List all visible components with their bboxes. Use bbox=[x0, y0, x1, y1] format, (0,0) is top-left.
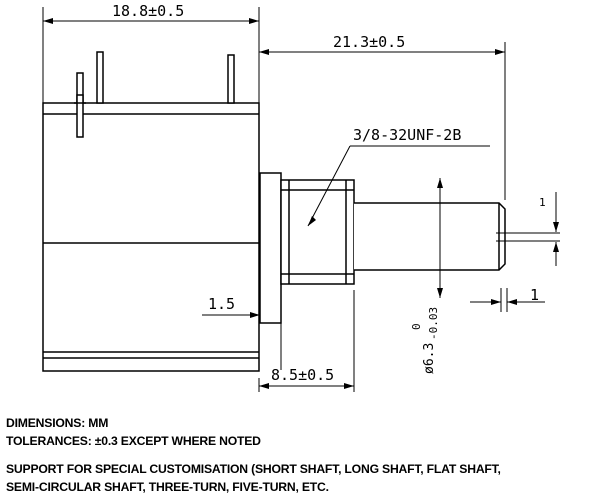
units-note: DIMENSIONS: MM bbox=[6, 416, 109, 430]
mounting-flange bbox=[259, 172, 282, 324]
bushing-length-label: 8.5±0.5 bbox=[271, 366, 334, 384]
tol-lower-label: -0.03 bbox=[427, 307, 440, 340]
tip-label: 1 bbox=[530, 286, 539, 304]
shaft bbox=[354, 202, 506, 271]
pot-body bbox=[42, 102, 260, 372]
shaft-diameter-label: ø6.3 bbox=[422, 343, 437, 374]
support-note-line2: SEMI-CIRCULAR SHAFT, THREE-TURN, FIVE-TU… bbox=[6, 480, 329, 494]
threaded-bushing bbox=[280, 179, 355, 285]
thread-spec-label: 3/8-32UNF-2B bbox=[353, 126, 461, 144]
potentiometer-dimension-drawing: 18.8±0.5 21.3±0.5 3/8-32UNF-2B 1.5 8.5±0… bbox=[42, 2, 560, 392]
support-note-line1: SUPPORT FOR SPECIAL CUSTOMISATION (SHORT… bbox=[6, 462, 501, 476]
drawing-notes: DIMENSIONS: MM TOLERANCES: ±0.3 EXCEPT W… bbox=[6, 414, 606, 496]
total-length-label: 21.3±0.5 bbox=[333, 33, 405, 51]
body-length-label: 18.8±0.5 bbox=[112, 2, 184, 20]
tol-upper-label: 0 bbox=[410, 323, 423, 330]
flat-label: 1 bbox=[539, 196, 546, 209]
terminal-pins bbox=[74, 51, 235, 138]
flange-thickness-label: 1.5 bbox=[208, 295, 235, 313]
tolerance-note: TOLERANCES: ±0.3 EXCEPT WHERE NOTED bbox=[6, 434, 261, 448]
